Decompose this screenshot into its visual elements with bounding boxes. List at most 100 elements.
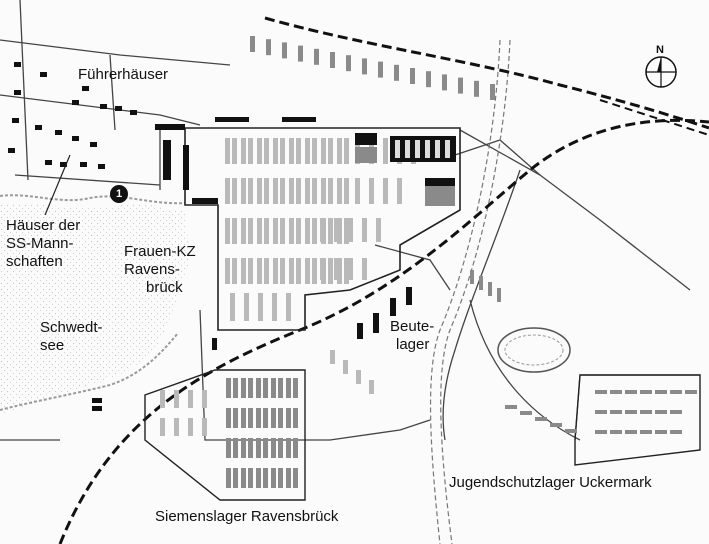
barrack [271,438,276,458]
ss-houses-pointer [44,154,71,216]
lake-shore-north [0,194,186,205]
house [12,118,19,123]
barrack [355,178,360,204]
barrack [305,138,310,164]
house [14,90,21,95]
barrack [289,258,294,284]
wall-building [215,117,249,122]
house [14,62,21,67]
gate-building [192,198,218,204]
shed [212,338,217,350]
barrack [226,378,231,398]
shed [373,313,379,333]
barrack [280,138,285,164]
barrack [344,258,349,284]
barrack [344,138,349,164]
barrack [248,378,253,398]
barrack [257,178,262,204]
barrack [289,178,294,204]
barrack [241,218,246,244]
barrack [226,438,231,458]
barrack [248,468,253,488]
lake-shore-south [0,332,179,411]
barrack [250,36,255,52]
gate-building [183,145,189,190]
barrack [670,390,682,394]
house [98,164,105,169]
barrack [289,138,294,164]
label-haeuser-ss: Häuser der SS-Mann- schaften [6,217,81,270]
house [72,136,79,141]
barrack [296,218,301,244]
barrack [278,468,283,488]
barrack [550,423,562,427]
barrack [625,390,637,394]
label-jugendschutzlager: Jugendschutzlager Uckermark [449,474,652,491]
workshop-slat [425,140,430,158]
barrack [257,138,262,164]
barrack [610,390,622,394]
barrack [232,178,237,204]
compass: N [643,44,679,88]
barrack [225,258,230,284]
shed [357,323,363,339]
barrack [490,84,495,100]
barrack [337,218,342,244]
house [115,106,122,111]
sports-ground-oval [497,327,571,373]
barrack [286,438,291,458]
barrack [312,258,317,284]
workshop-slat [415,140,420,158]
barrack [278,378,283,398]
barrack [225,178,230,204]
barrack [244,293,249,321]
barrack [670,430,682,434]
barrack [293,408,298,428]
barrack [248,258,253,284]
wall-building [155,124,185,130]
barrack [286,408,291,428]
barrack [233,468,238,488]
marker-number: 1 [115,188,123,200]
shed [390,298,396,316]
barrack [348,218,353,242]
house [60,162,67,167]
building [425,178,455,186]
barrack [655,410,667,414]
barrack [226,468,231,488]
barrack [264,258,269,284]
barrack [298,45,303,62]
barrack [595,390,607,394]
barrack [248,178,253,204]
barrack [241,258,246,284]
barrack [376,218,381,242]
barrack [296,258,301,284]
building [369,380,374,394]
barrack [174,390,179,408]
barrack [241,408,246,428]
barrack [348,258,353,280]
barrack [256,408,261,428]
building [497,288,501,302]
barrack [369,178,374,204]
label-beutelager: Beute- lager [390,318,435,353]
barrack [273,218,278,244]
numbered-circle-icon: 1 [110,185,128,203]
barrack [286,468,291,488]
barrack [241,468,246,488]
barrack [256,438,261,458]
barrack [344,178,349,204]
barrack [685,390,697,394]
house [45,160,52,165]
building [479,276,483,290]
barrack [330,52,335,68]
barrack [271,468,276,488]
barrack [595,410,607,414]
barrack [625,410,637,414]
barrack [410,68,415,84]
barrack [263,378,268,398]
barrack [202,418,207,436]
workshop-slat [405,140,410,158]
barrack [321,178,326,204]
